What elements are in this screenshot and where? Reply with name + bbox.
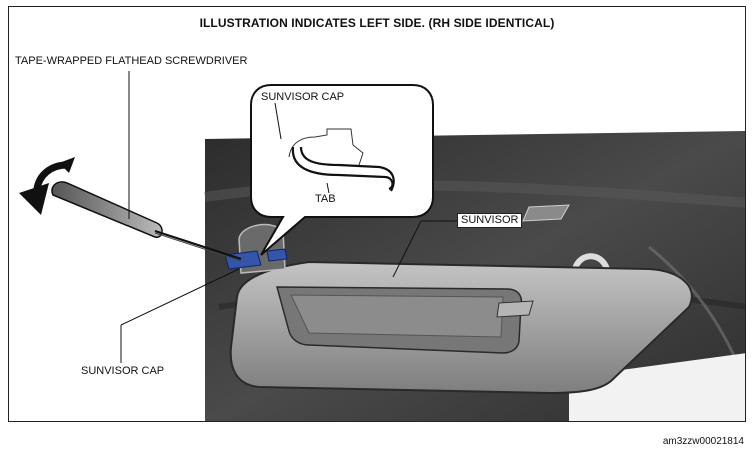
sunvisor [229,260,693,395]
sunvisor-cap-leader-diagonal [120,268,240,326]
rotation-arrow-icon [19,157,75,215]
tab-label: TAB [315,193,336,205]
illustration-frame: ILLUSTRATION INDICATES LEFT SIDE. (RH SI… [8,6,746,422]
detail-callout-bubble [250,84,434,256]
screwdriver-label: TAPE-WRAPPED FLATHEAD SCREWDRIVER [15,55,248,67]
sunvisor-leader-diagonal [392,220,422,278]
sunvisor-illustration [19,71,745,421]
detail-sunvisor-cap-label: SUNVISOR CAP [261,91,345,103]
sunvisor-label: SUNVISOR [457,213,523,228]
screwdriver [51,181,242,262]
illustration-title: ILLUSTRATION INDICATES LEFT SIDE. (RH SI… [199,16,555,30]
sunvisor-cap-label: SUNVISOR CAP [81,365,165,377]
sunvisor-clip [522,204,610,271]
figure-id: am3zzw00021814 [662,436,744,447]
